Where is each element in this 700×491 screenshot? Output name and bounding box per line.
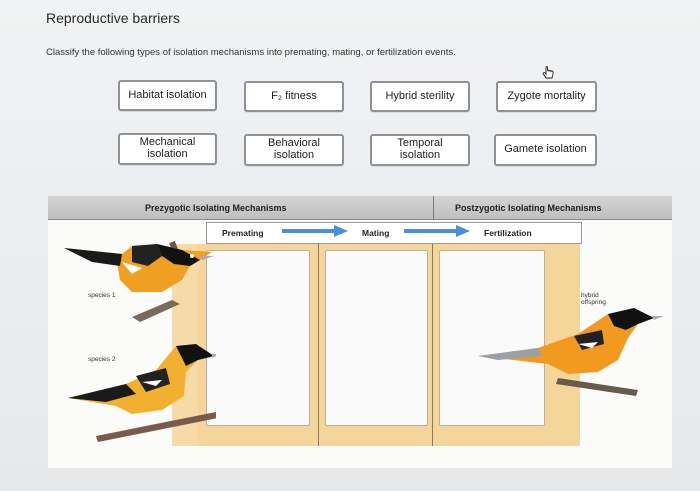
species-2-label: species 2 [88, 356, 116, 363]
right-arrow-icon [282, 225, 348, 237]
right-arrow-icon [404, 225, 470, 237]
prezygotic-header: Prezygotic Isolating Mechanisms [145, 203, 287, 213]
card-temporal-isolation[interactable]: Temporal isolation [370, 134, 470, 166]
diagram-header [48, 196, 672, 220]
card-habitat-isolation[interactable]: Habitat isolation [118, 80, 217, 111]
stage-fertilization: Fertilization [484, 228, 532, 238]
page-title: Reproductive barriers [46, 10, 180, 26]
card-behavioral-isolation[interactable]: Behavioral isolation [244, 134, 344, 166]
header-divider [433, 196, 434, 220]
card-hybrid-sterility[interactable]: Hybrid sterility [370, 81, 470, 112]
species-1-label: species 1 [88, 292, 116, 299]
mating-drop-zone[interactable] [325, 250, 428, 426]
card-zygote-mortality[interactable]: Zygote mortality [496, 81, 597, 112]
oriole-species-2-image [68, 344, 216, 442]
card-mechanical-isolation[interactable]: Mechanical isolation [118, 133, 217, 165]
oriole-species-1-image [64, 240, 214, 322]
oriole-hybrid-image [478, 308, 664, 396]
card-gamete-isolation[interactable]: Gamete isolation [494, 134, 597, 166]
stage-mating: Mating [362, 228, 390, 238]
fertilization-drop-zone[interactable] [439, 250, 545, 426]
isolation-diagram: Prezygotic Isolating Mechanisms Postzygo… [48, 196, 672, 468]
column-divider [432, 244, 433, 446]
hybrid-offspring-label: hybrid offspring [581, 292, 606, 307]
column-divider [318, 244, 319, 446]
postzygotic-header: Postzygotic Isolating Mechanisms [455, 203, 602, 213]
hand-pointer-icon [542, 66, 554, 79]
stage-premating: Premating [222, 228, 264, 238]
card-f2-fitness[interactable]: F₂ fitness [244, 81, 344, 112]
premating-drop-zone[interactable] [206, 250, 310, 426]
instructions-text: Classify the following types of isolatio… [46, 47, 456, 58]
stage-header [206, 222, 582, 244]
